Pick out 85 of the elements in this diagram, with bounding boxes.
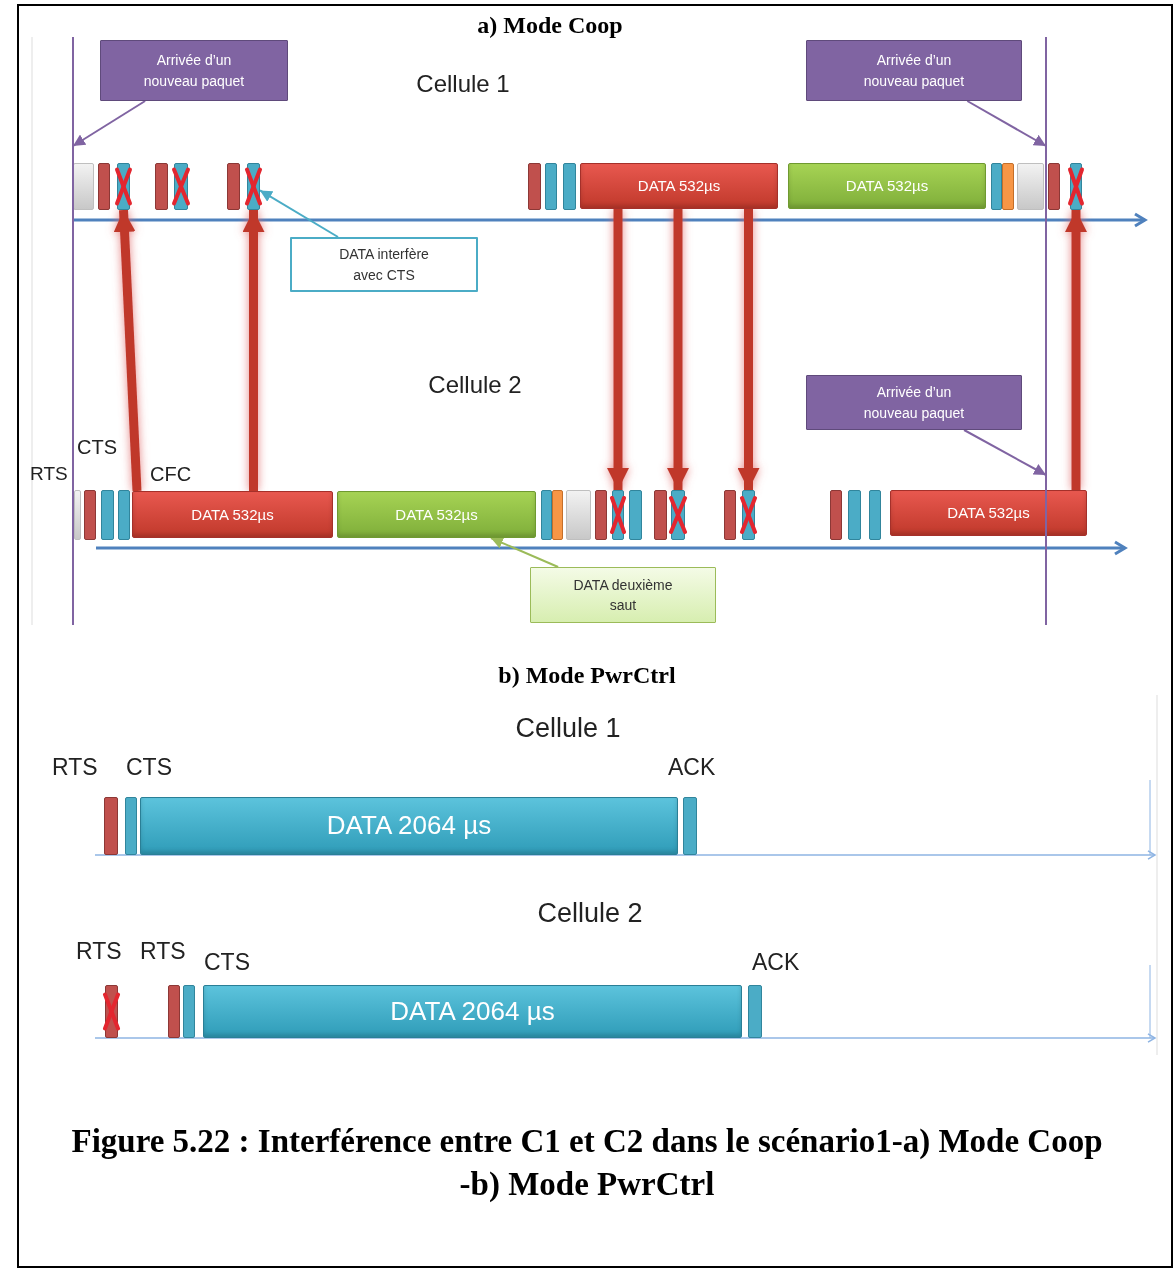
frame-label: DATA 532µs	[636, 176, 722, 197]
frame-name-label: CTS	[77, 436, 117, 459]
frame-name-label: CFC	[150, 463, 192, 486]
slot-bar	[125, 797, 137, 855]
slot-bar	[84, 490, 96, 540]
frame-name-label: RTS	[30, 463, 68, 485]
interference-arrow	[242, 210, 265, 491]
leader-line	[963, 429, 1047, 476]
frame-name-label: CTS	[126, 754, 172, 781]
row-title: Cellule 2	[537, 898, 643, 929]
frame-name-label: ACK	[752, 949, 800, 976]
callout-box	[530, 567, 716, 623]
slot-bar	[552, 490, 563, 540]
slot-bar	[1048, 163, 1060, 210]
time-marker-line	[72, 37, 74, 625]
leader-line	[489, 537, 560, 568]
row-title: Cellule 1	[515, 713, 621, 744]
slot-bar	[1017, 163, 1044, 210]
slot-bar	[629, 490, 642, 540]
slot-bar	[227, 163, 240, 210]
slot-bar	[73, 163, 94, 210]
data-frame-bar	[890, 490, 1087, 536]
frame-name-label: RTS	[140, 938, 186, 965]
section-heading: a) Mode Coop	[477, 12, 623, 39]
data-frame-bar	[580, 163, 778, 209]
slot-bar	[545, 163, 557, 210]
frame-name-label: RTS	[52, 754, 98, 781]
callout-box	[100, 40, 288, 101]
slot-bar	[101, 490, 114, 540]
interference-arrow	[113, 209, 142, 492]
slot-bar	[683, 797, 697, 855]
data-frame-bar	[788, 163, 986, 209]
data-frame-bar	[337, 491, 536, 538]
slot-bar	[183, 985, 195, 1038]
interference-arrow	[737, 209, 760, 490]
slot-bar	[528, 163, 541, 210]
callout-box	[806, 40, 1022, 101]
frame-name-label: ACK	[668, 754, 716, 781]
leader-line	[966, 100, 1047, 147]
frame-label: DATA 532µs	[190, 504, 275, 525]
callout-box	[806, 375, 1022, 430]
callout-text: DATA interfère avec CTS	[338, 245, 430, 285]
frame-label: DATA 532µs	[946, 503, 1031, 524]
slot-bar	[104, 797, 118, 855]
time-marker-line	[1045, 37, 1047, 625]
frame-label: DATA 532µs	[394, 504, 479, 525]
row-title: Cellule 1	[416, 70, 510, 98]
figure-caption: Figure 5.22 : Interférence entre C1 et C2 dans le scénario1-a) Mode Coop -b) Mode PwrCtrl	[70, 1122, 1104, 1204]
interference-arrow	[1065, 210, 1087, 490]
frame-label: DATA 532µs	[844, 176, 930, 197]
slot-bar	[595, 490, 607, 540]
callout-text: Arrivée d’un nouveau paquet	[862, 51, 966, 91]
slot-bar	[848, 490, 861, 540]
slot-bar	[748, 985, 762, 1038]
frame-name-label: CTS	[204, 949, 250, 976]
leader-line	[72, 100, 147, 147]
section-heading: b) Mode PwrCtrl	[498, 662, 676, 689]
frame-name-label: RTS	[76, 938, 122, 965]
slot-bar	[155, 163, 168, 210]
slot-bar	[654, 490, 667, 540]
data-frame-bar	[203, 985, 742, 1038]
slot-bar	[991, 163, 1002, 210]
leader-line	[259, 189, 339, 238]
slot-bar	[563, 163, 576, 210]
interference-arrow	[607, 209, 629, 490]
slot-bar	[541, 490, 552, 540]
callout-text: DATA deuxième saut	[572, 575, 674, 615]
slot-bar	[168, 985, 180, 1038]
data-frame-bar	[140, 797, 678, 855]
callout-box	[290, 237, 478, 292]
slot-bar	[830, 490, 842, 540]
slot-bar	[74, 490, 81, 540]
frame-label: DATA 2064 µs	[325, 809, 493, 843]
callout-text: Arrivée d’un nouveau paquet	[862, 383, 966, 423]
data-frame-bar	[132, 491, 333, 538]
slot-bar	[1002, 163, 1014, 210]
interference-arrow	[667, 209, 689, 490]
frame-label: DATA 2064 µs	[389, 994, 556, 1028]
row-title: Cellule 2	[428, 371, 522, 399]
slot-bar	[724, 490, 736, 540]
slot-bar	[98, 163, 110, 210]
callout-text: Arrivée d’un nouveau paquet	[142, 51, 246, 91]
slot-bar	[566, 490, 591, 540]
slot-bar	[869, 490, 881, 540]
slot-bar	[118, 490, 130, 540]
